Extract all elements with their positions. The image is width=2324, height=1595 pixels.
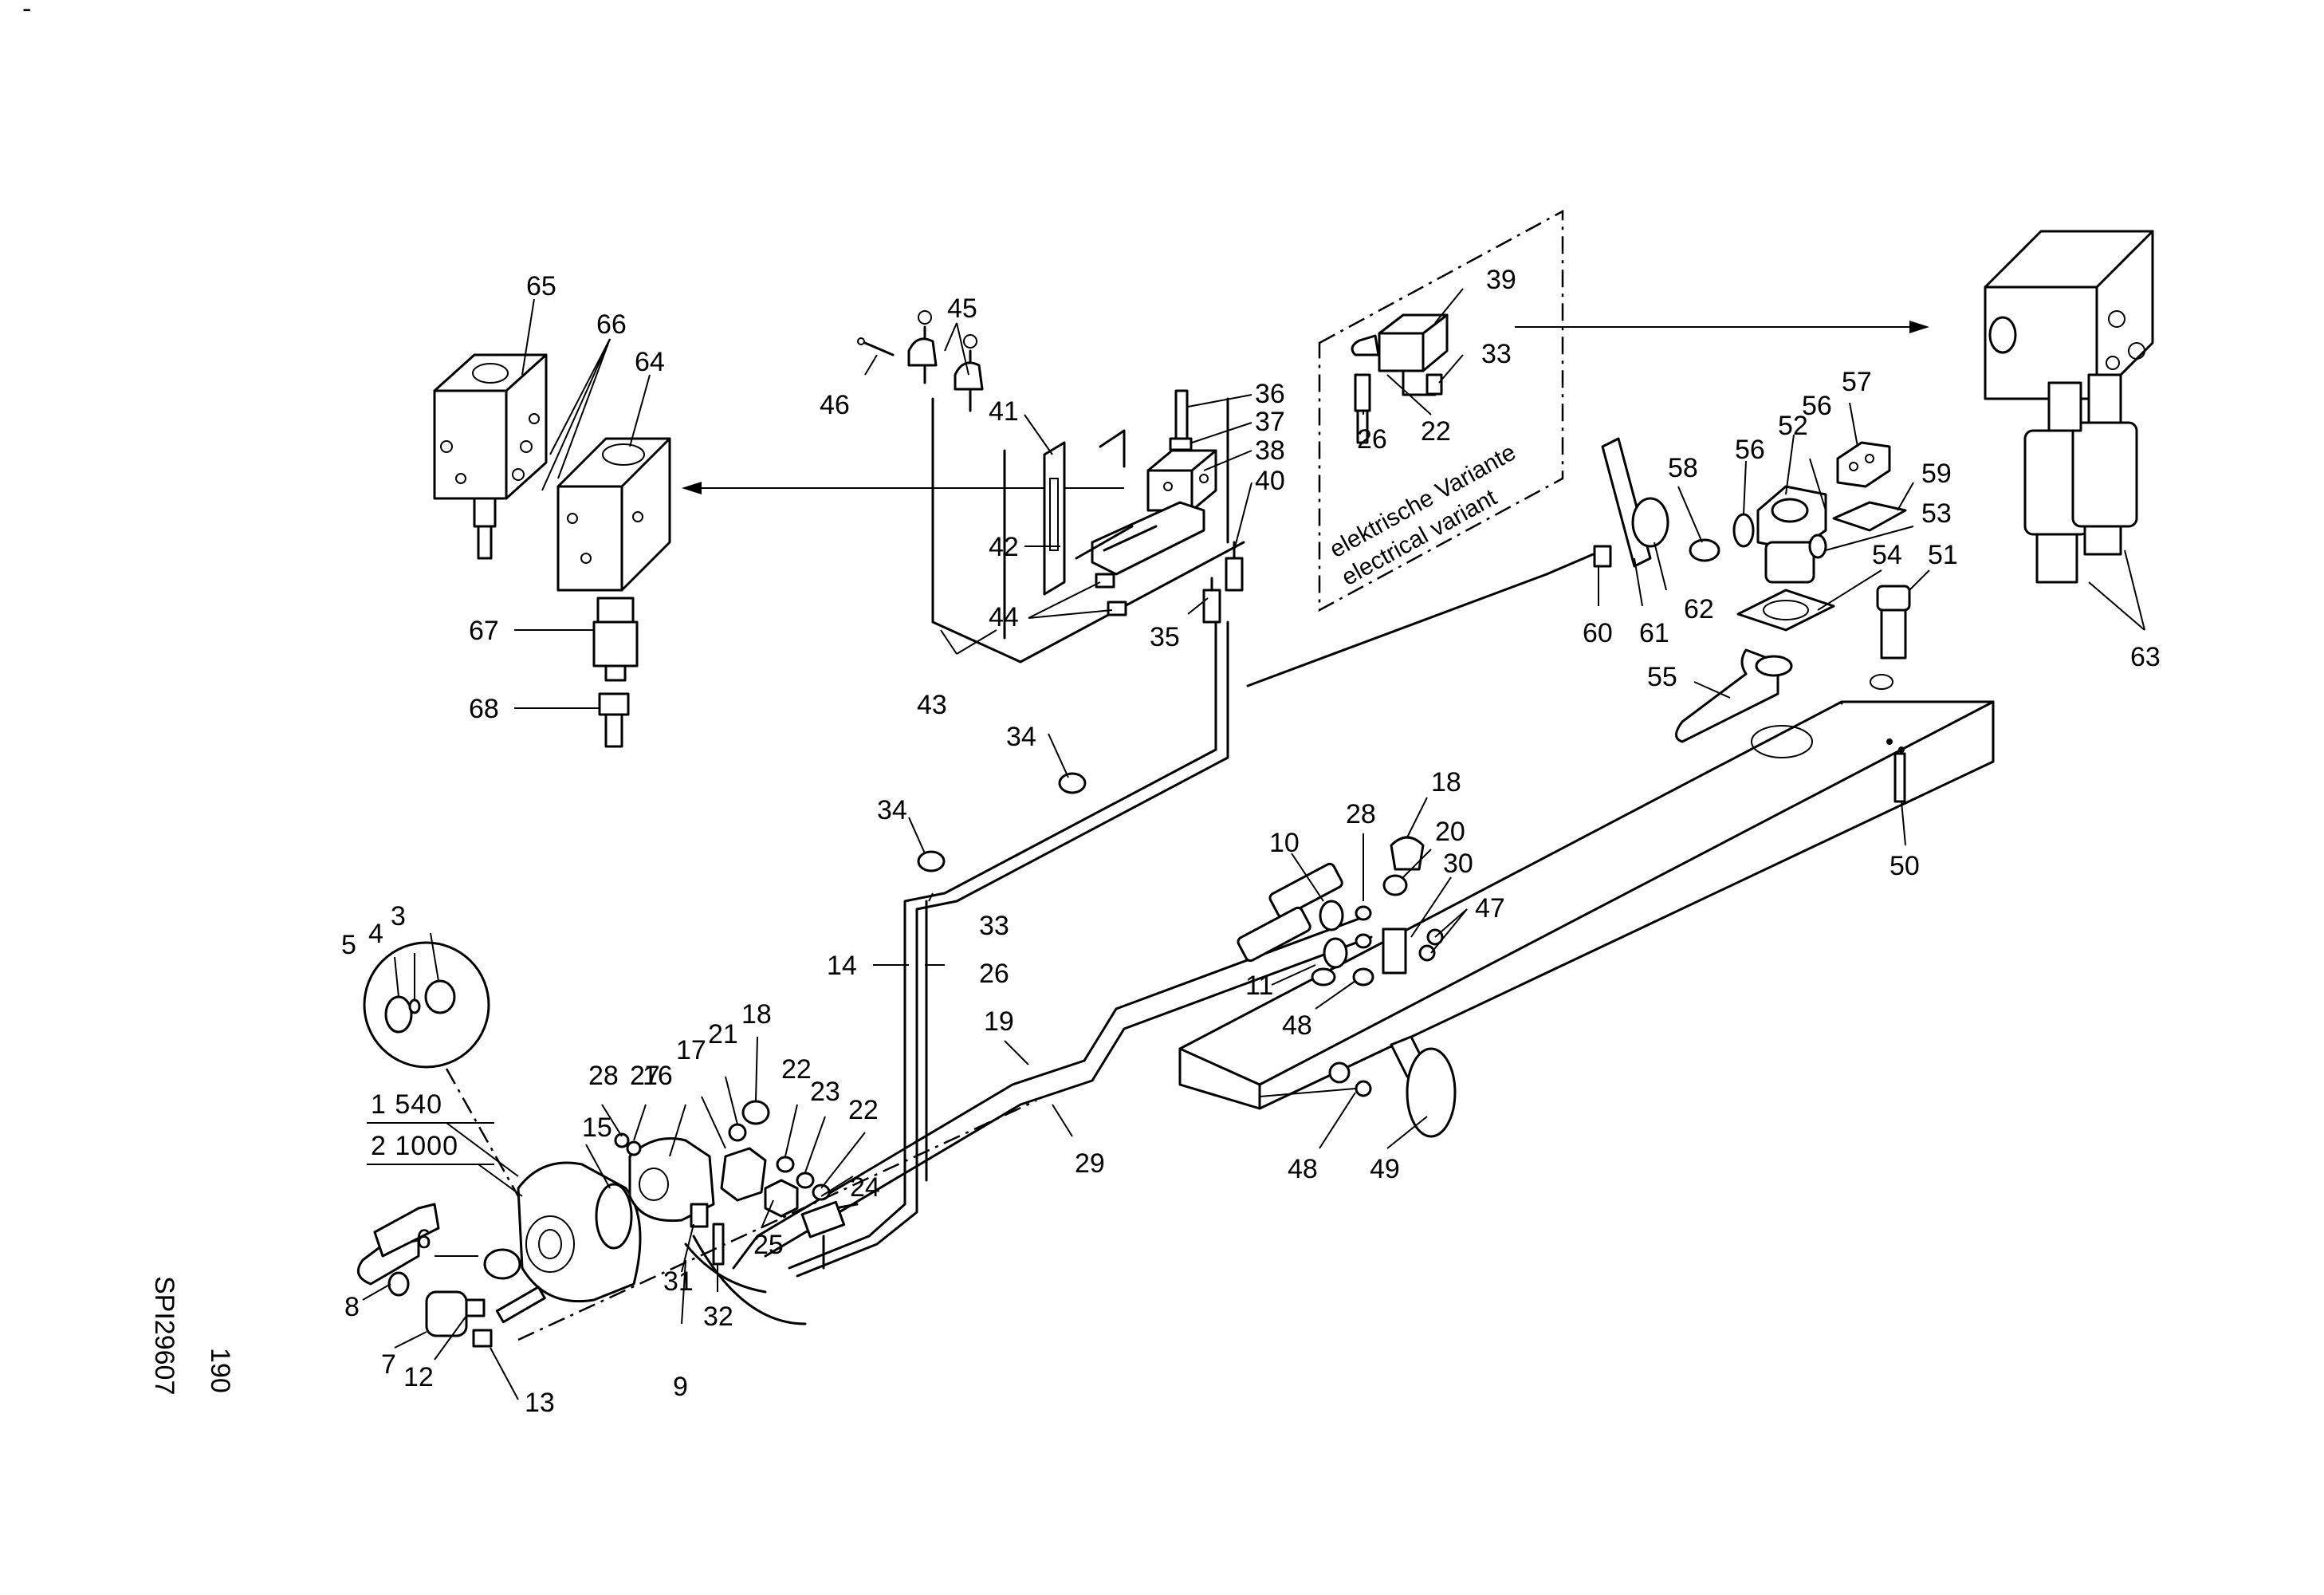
ratio-line-2: 2 1000: [371, 1131, 458, 1161]
label-59: 59: [1921, 459, 1952, 489]
label-26-variant: 26: [1357, 424, 1387, 455]
drawing-number: SPI29607: [149, 1276, 179, 1395]
label-37: 37: [1255, 407, 1285, 437]
label-60: 60: [1583, 618, 1613, 648]
label-13: 13: [525, 1388, 555, 1418]
label-67: 67: [469, 616, 499, 646]
label-48-lower: 48: [1288, 1154, 1318, 1184]
label-56-a: 56: [1735, 435, 1765, 465]
label-9: 9: [673, 1372, 688, 1402]
label-19: 19: [984, 1006, 1014, 1037]
label-63: 63: [2130, 642, 2161, 672]
label-64: 64: [635, 347, 665, 377]
label-56-b: 56: [1802, 391, 1832, 421]
label-12: 12: [403, 1362, 434, 1392]
label-35: 35: [1150, 622, 1180, 652]
pump-group: [356, 941, 1037, 1348]
label-10: 10: [1269, 828, 1300, 858]
ratio-line-1: 1 540: [371, 1089, 442, 1120]
label-17: 17: [676, 1035, 706, 1065]
ratio-table: 1 540 2 1000: [367, 1089, 523, 1197]
label-65: 65: [526, 271, 556, 301]
part-number-labels: 3 4 5 6 7 8 9 10 11 12 13 14 15 16 17 18…: [341, 265, 2161, 1418]
label-61: 61: [1639, 618, 1669, 648]
label-49: 49: [1370, 1154, 1400, 1184]
label-20: 20: [1435, 817, 1465, 847]
electrical-variant-box: [1318, 209, 1564, 612]
label-22-b: 22: [848, 1095, 879, 1125]
label-42: 42: [989, 532, 1019, 562]
label-34-lower: 34: [877, 795, 907, 825]
label-7: 7: [381, 1349, 396, 1380]
label-33: 33: [979, 911, 1009, 941]
label-53: 53: [1921, 498, 1952, 529]
label-45: 45: [947, 293, 977, 324]
label-39: 39: [1486, 265, 1516, 295]
label-58: 58: [1668, 453, 1698, 483]
label-44: 44: [989, 602, 1019, 632]
label-18-upper: 18: [1431, 767, 1461, 798]
leader-lines: [362, 288, 2145, 1400]
label-29: 29: [1075, 1148, 1105, 1179]
label-21: 21: [708, 1019, 738, 1050]
label-36: 36: [1255, 379, 1285, 409]
label-33-variant: 33: [1481, 339, 1512, 369]
label-26: 26: [979, 959, 1009, 989]
label-55: 55: [1647, 662, 1677, 692]
corner-mark: -: [22, 0, 31, 24]
label-34-upper: 34: [1006, 722, 1036, 752]
label-30: 30: [1443, 849, 1473, 879]
label-50: 50: [1889, 851, 1920, 881]
label-48-upper: 48: [1282, 1010, 1312, 1041]
label-18-lower: 18: [741, 999, 772, 1030]
label-6: 6: [416, 1224, 431, 1254]
label-40: 40: [1255, 466, 1285, 496]
page-number: 190: [205, 1348, 235, 1393]
label-14: 14: [827, 951, 857, 981]
label-31: 31: [663, 1266, 694, 1297]
label-57: 57: [1842, 367, 1872, 397]
label-52: 52: [1778, 411, 1808, 441]
manual-valve-assembly: [857, 310, 1245, 664]
label-28-upper: 28: [1346, 799, 1376, 829]
label-51: 51: [1928, 540, 1958, 570]
label-41: 41: [989, 396, 1019, 427]
label-66: 66: [596, 309, 627, 340]
label-22-a: 22: [781, 1054, 812, 1085]
hose-routing: [732, 620, 1457, 1278]
label-23: 23: [810, 1077, 840, 1107]
arrow-to-right-group: [1515, 321, 1929, 333]
label-3: 3: [391, 901, 406, 931]
label-46: 46: [820, 390, 850, 420]
label-8: 8: [344, 1292, 360, 1322]
label-4: 4: [368, 919, 383, 949]
label-28-lower: 28: [588, 1061, 619, 1091]
label-24: 24: [850, 1172, 880, 1203]
label-62: 62: [1684, 594, 1714, 624]
valve-block-group-left: [433, 353, 671, 748]
label-54: 54: [1872, 540, 1902, 570]
label-11: 11: [1245, 971, 1273, 1001]
label-32: 32: [703, 1302, 733, 1332]
label-25: 25: [753, 1230, 784, 1260]
label-27: 27: [630, 1061, 660, 1091]
solenoid-valve-right: [1984, 230, 2154, 584]
label-22-variant: 22: [1421, 416, 1451, 447]
label-16: 16: [643, 1061, 673, 1091]
label-68: 68: [469, 694, 499, 724]
sensor-plate-group: [1246, 437, 1669, 687]
label-47: 47: [1475, 893, 1505, 924]
label-5: 5: [341, 930, 356, 960]
label-15: 15: [582, 1113, 612, 1143]
label-43: 43: [917, 690, 947, 720]
hydraulic-tank: [1178, 674, 1995, 1110]
label-38: 38: [1255, 435, 1285, 466]
